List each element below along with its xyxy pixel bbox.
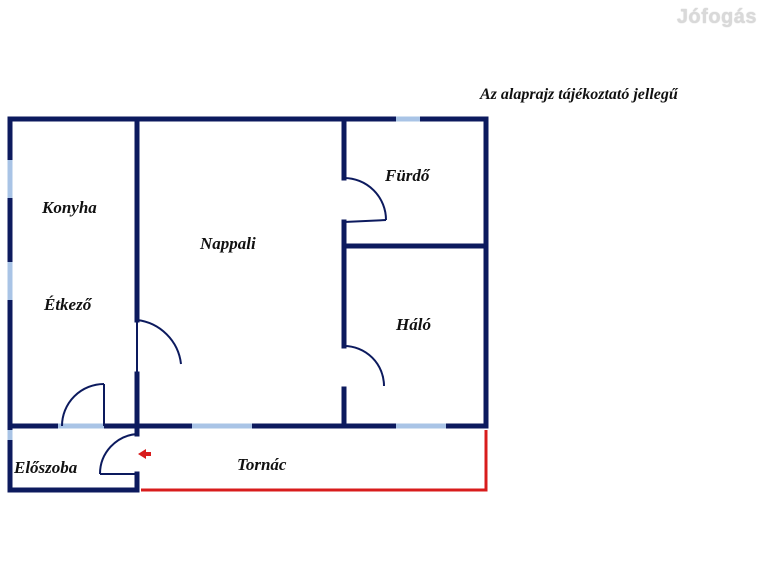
entrance-arrow-icon (138, 449, 151, 459)
room-label-etkezo: Étkező (43, 295, 93, 314)
door-bed-arc (343, 345, 385, 387)
door-bath-leaf (343, 219, 387, 223)
door-entrance-arc (98, 433, 138, 475)
room-label-nappali: Nappali (199, 234, 256, 253)
door-swings (61, 177, 387, 475)
room-label-furdo: Fürdő (384, 166, 431, 185)
room-label-eloszoba: Előszoba (13, 458, 78, 477)
windows (7, 116, 446, 440)
terrace-border (141, 430, 488, 492)
watermark-logo: Jófogás (676, 6, 757, 28)
room-label-konyha: Konyha (41, 198, 97, 217)
room-label-halo: Háló (395, 315, 431, 334)
room-label-tornac: Tornác (237, 455, 287, 474)
terrace-outline (141, 430, 488, 492)
door-bath-arc (343, 177, 387, 221)
door-kitchen-living-arc (136, 319, 182, 365)
disclaimer-note: Az alaprajz tájékoztató jellegű (480, 86, 678, 103)
door-hall-arc (61, 383, 105, 427)
